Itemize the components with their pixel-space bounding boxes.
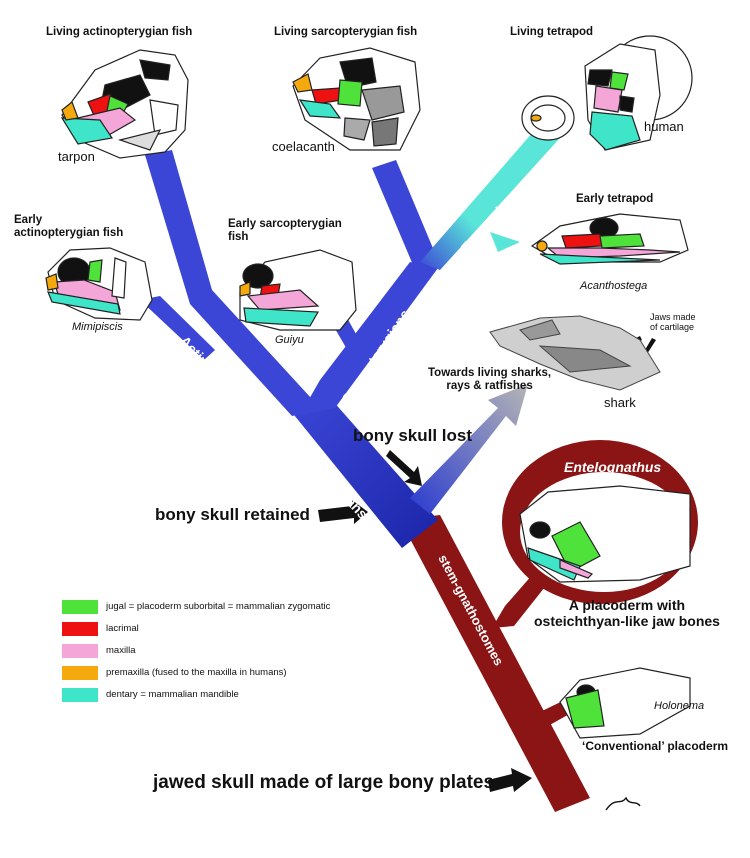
stem-gnathostome-branch xyxy=(400,515,590,812)
heading-early-actino: Early actinopterygian fish xyxy=(14,214,124,240)
label-acanthostega: Acanthostega xyxy=(580,280,648,292)
guiyu-skull xyxy=(239,249,357,331)
acanthostega-skull xyxy=(530,213,689,265)
heading-living-tetrapod: Living tetrapod xyxy=(510,26,594,38)
human-skull xyxy=(521,35,693,151)
label-tarpon: tarpon xyxy=(58,149,95,164)
legend-swatch xyxy=(62,666,98,680)
note-placoderm-jaw: A placoderm with osteichthyan-like jaw b… xyxy=(534,597,720,630)
note-towards-sharks: Towards living sharks, rays & ratfishes xyxy=(428,367,552,393)
legend-label: jugal = placoderm suborbital = mammalian… xyxy=(106,601,331,612)
note-jawed-skull: jawed skull made of large bony plates xyxy=(153,772,495,793)
label-guiyu: Guiyu xyxy=(275,334,304,346)
legend-label: maxilla xyxy=(106,645,136,656)
heading-living-actino: Living actinopterygian fish xyxy=(46,26,193,38)
heading-early-tetrapod: Early tetrapod xyxy=(576,193,654,205)
coelacanth-skull xyxy=(292,47,421,151)
label-holonema: Holonema xyxy=(654,700,705,712)
arrow-skull-retained xyxy=(318,500,368,524)
heading-living-sarco: Living sarcopterygian fish xyxy=(274,26,418,38)
legend-swatch xyxy=(62,600,98,614)
holonema-skull xyxy=(559,667,691,739)
mimipiscis-branch xyxy=(140,296,215,360)
note-jaws-cartilage: Jaws made of cartilage xyxy=(650,312,696,333)
legend-label: premaxilla (fused to the maxilla in huma… xyxy=(106,667,287,678)
arrow-skull-lost xyxy=(386,450,422,486)
legend-swatch xyxy=(62,622,98,636)
shark-arrow xyxy=(410,384,528,514)
mimipiscis-skull xyxy=(45,247,153,321)
sarcopterygian-branch xyxy=(300,262,438,415)
label-mimipiscis: Mimipiscis xyxy=(72,321,123,333)
osteichthyian-trunk xyxy=(290,400,438,548)
acanthostega-branch xyxy=(490,232,520,252)
label-coelacanth: coelacanth xyxy=(272,139,335,154)
tarpon-skull xyxy=(60,49,189,159)
label-human: human xyxy=(644,119,684,134)
legend-label: dentary = mammalian mandible xyxy=(106,689,239,700)
arrow-jawed-skull xyxy=(488,768,532,792)
legend-swatch xyxy=(62,688,98,702)
label-entelognathus: Entelognathus xyxy=(564,459,662,475)
note-bony-skull-retained: bony skull retained xyxy=(155,505,310,524)
label-shark: shark xyxy=(604,395,636,410)
heading-early-sarco: Early sarcopterygian fish xyxy=(228,218,342,244)
actinopterygian-branch xyxy=(145,150,322,416)
tetrapod-branch xyxy=(420,124,560,270)
legend-label: lacrimal xyxy=(106,623,139,634)
signature-mark xyxy=(605,796,641,811)
shark-skull xyxy=(489,315,661,391)
note-bony-skull-lost: bony skull lost xyxy=(353,426,473,445)
legend-swatch xyxy=(62,644,98,658)
entelognathus-skull xyxy=(519,485,691,583)
note-conventional-placoderm: ‘Conventional’ placoderm xyxy=(582,739,729,753)
coelacanth-branch xyxy=(372,160,440,272)
